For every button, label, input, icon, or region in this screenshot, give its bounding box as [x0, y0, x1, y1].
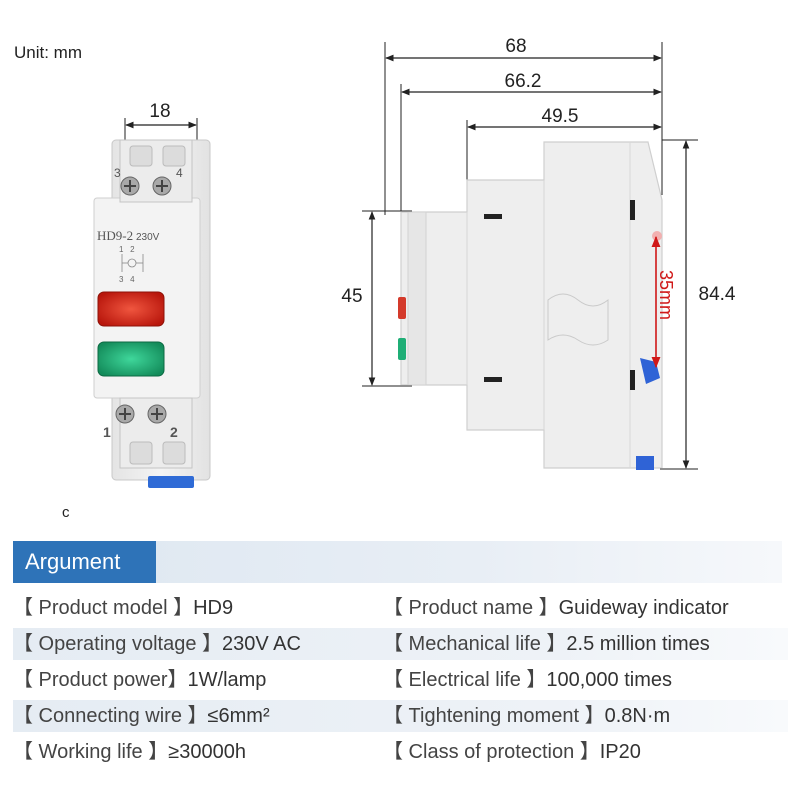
dimension-68: 68	[505, 36, 526, 57]
screw-icon	[115, 404, 135, 424]
width-dimension: 18	[149, 101, 170, 122]
spec-value: Guideway indicator	[558, 597, 729, 619]
spec-value: IP20	[599, 741, 641, 763]
spec-label: 【 Connecting wire 】	[13, 705, 208, 727]
spec-row: 【 Product power】1W/lamp 【 Electrical lif…	[13, 664, 788, 696]
spec-value: ≥30000h	[168, 741, 246, 763]
spec-value: HD9	[193, 597, 234, 619]
spec-label: 【 Product name 】	[383, 597, 559, 619]
screw-icon	[147, 404, 167, 424]
dimension-35mm: 35mm	[656, 270, 676, 320]
spec-value: 0.8N·m	[604, 705, 671, 727]
product-dimension-diagram: 18 3 4 HD9-2 230V 1 2 3	[93, 36, 736, 488]
spec-value: 2.5 million times	[566, 633, 710, 655]
spec-value: 1W/lamp	[187, 669, 267, 691]
terminal-label-1: 1	[103, 424, 111, 440]
din-clip	[148, 476, 194, 488]
spec-label: 【 Electrical life 】	[383, 669, 547, 691]
green-lamp	[97, 341, 165, 377]
spec-value: ≤6mm²	[207, 705, 270, 727]
model-text: HD9-2	[97, 228, 133, 243]
dimension-84-4: 84.4	[699, 284, 736, 305]
terminal-label-2: 2	[170, 424, 178, 440]
lamp-symbol-icon	[121, 254, 144, 272]
voltage-text: 230V	[136, 232, 160, 243]
spec-label: 【 Working life 】	[13, 741, 169, 763]
spec-row: 【 Connecting wire 】≤6mm² 【 Tightening mo…	[13, 700, 788, 732]
dimension-45: 45	[341, 286, 362, 307]
terminal-label-4: 4	[176, 166, 183, 180]
spec-value: 230V AC	[222, 633, 301, 655]
spec-label: 【 Product model 】	[13, 597, 194, 619]
front-view: 18 3 4 HD9-2 230V 1 2 3	[93, 101, 211, 488]
spec-row: 【 Working life 】≥30000h 【 Class of prote…	[13, 736, 788, 768]
dimension-49-5: 49.5	[542, 106, 579, 127]
spec-value: 100,000 times	[546, 669, 673, 691]
screw-icon	[152, 176, 172, 196]
dimension-66-2: 66.2	[505, 71, 542, 92]
unit-label: Unit: mm	[14, 43, 82, 62]
spec-label: 【 Tightening moment 】	[383, 705, 605, 727]
spec-label: 【 Product power】	[13, 669, 188, 691]
spec-label: 【 Operating voltage 】	[13, 633, 222, 655]
schematic-bottom: 3 4	[119, 275, 135, 284]
screw-icon	[120, 176, 140, 196]
spec-label: 【 Class of protection 】	[383, 741, 600, 763]
spec-row: 【 Operating voltage 】230V AC 【 Mechanica…	[13, 628, 788, 660]
side-view: 68 66.2 49.5 45 84.4	[341, 36, 736, 470]
red-lamp	[97, 291, 165, 327]
spec-label: 【 Mechanical life 】	[383, 633, 567, 655]
spec-row: 【 Product model 】HD9 【 Product name 】Gui…	[13, 592, 788, 624]
argument-title: Argument	[13, 541, 156, 583]
terminal-label-3: 3	[114, 166, 121, 180]
note-label: c	[62, 504, 70, 521]
schematic-top: 1 2	[119, 245, 135, 254]
